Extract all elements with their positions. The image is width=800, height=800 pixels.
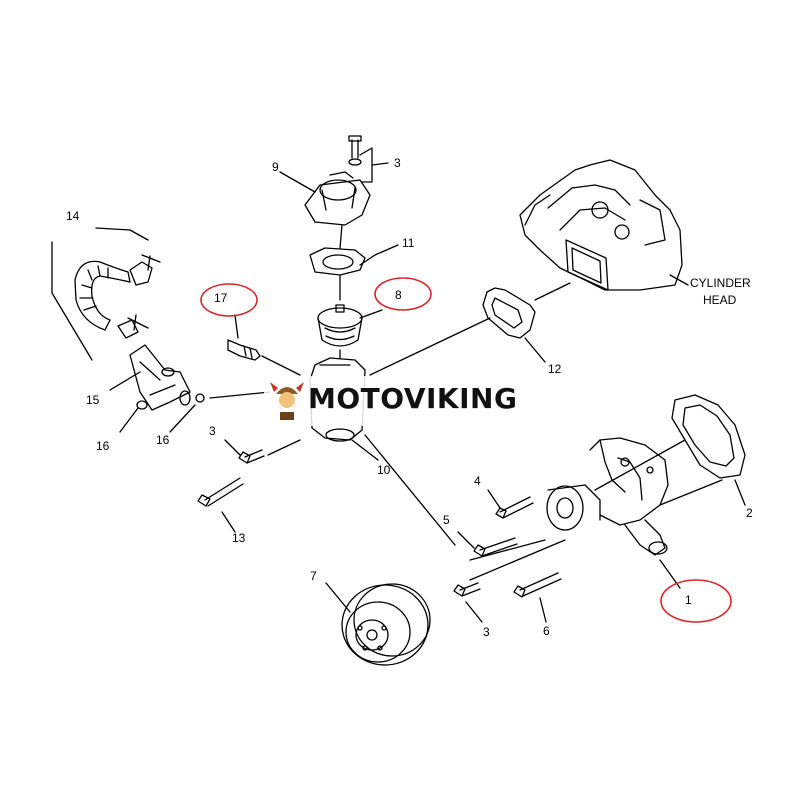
callout-12: 12: [548, 362, 562, 376]
callout-2: 2: [746, 506, 753, 520]
callout-16-left: 16: [96, 439, 110, 453]
cylinder-head-label-line2: HEAD: [703, 293, 737, 307]
highlight-1: [660, 579, 732, 623]
highlight-17: [200, 283, 258, 317]
callout-17: 17: [214, 291, 228, 305]
water-pipe: [129, 344, 205, 411]
bolt-5: [473, 537, 518, 557]
highlight-circles: [200, 277, 732, 623]
gasket-12: [482, 287, 536, 339]
cylinder-head: [519, 159, 683, 291]
callout-8: 8: [395, 288, 402, 302]
callout-13: 13: [232, 531, 246, 545]
hose-clamps: [117, 254, 161, 339]
callout-7: 7: [310, 569, 317, 583]
bolt-3a: [348, 135, 362, 166]
callout-16-right: 16: [156, 433, 170, 447]
callout-11: 11: [402, 236, 415, 250]
thermostat: [317, 304, 363, 347]
callout-15: 15: [86, 393, 100, 407]
callout-3-mid: 3: [209, 424, 216, 438]
leader-lines: [109, 147, 746, 623]
callout-6: 6: [543, 624, 550, 638]
bolt-13: [197, 477, 244, 507]
callout-3-top: 3: [394, 156, 401, 170]
callout-1: 1: [685, 593, 692, 607]
watermark-background: [264, 376, 534, 426]
pulley: [341, 583, 431, 666]
bolt-4: [495, 496, 534, 519]
bypass-hose: [51, 227, 149, 361]
callout-14: 14: [66, 209, 80, 223]
callout-9: 9: [272, 160, 279, 174]
bolt-6: [513, 572, 562, 598]
water-pump-gasket: [671, 394, 746, 479]
callout-3-bottom: 3: [483, 625, 490, 639]
callout-5: 5: [443, 513, 450, 527]
watermark-brand: MOTOVIKING: [308, 382, 518, 415]
highlight-8: [374, 277, 432, 311]
callout-10: 10: [377, 463, 391, 477]
cylinder-head-label-line1: CYLINDER: [690, 276, 751, 290]
bolt-3c: [453, 582, 481, 597]
water-pump: [546, 437, 669, 556]
thermostat-cover: [304, 171, 371, 226]
viking-logo-icon: [270, 382, 304, 420]
temperature-sensor: [227, 339, 261, 361]
gasket-11: [309, 247, 366, 276]
bolt-3b: [238, 449, 265, 464]
callout-4: 4: [474, 474, 481, 488]
